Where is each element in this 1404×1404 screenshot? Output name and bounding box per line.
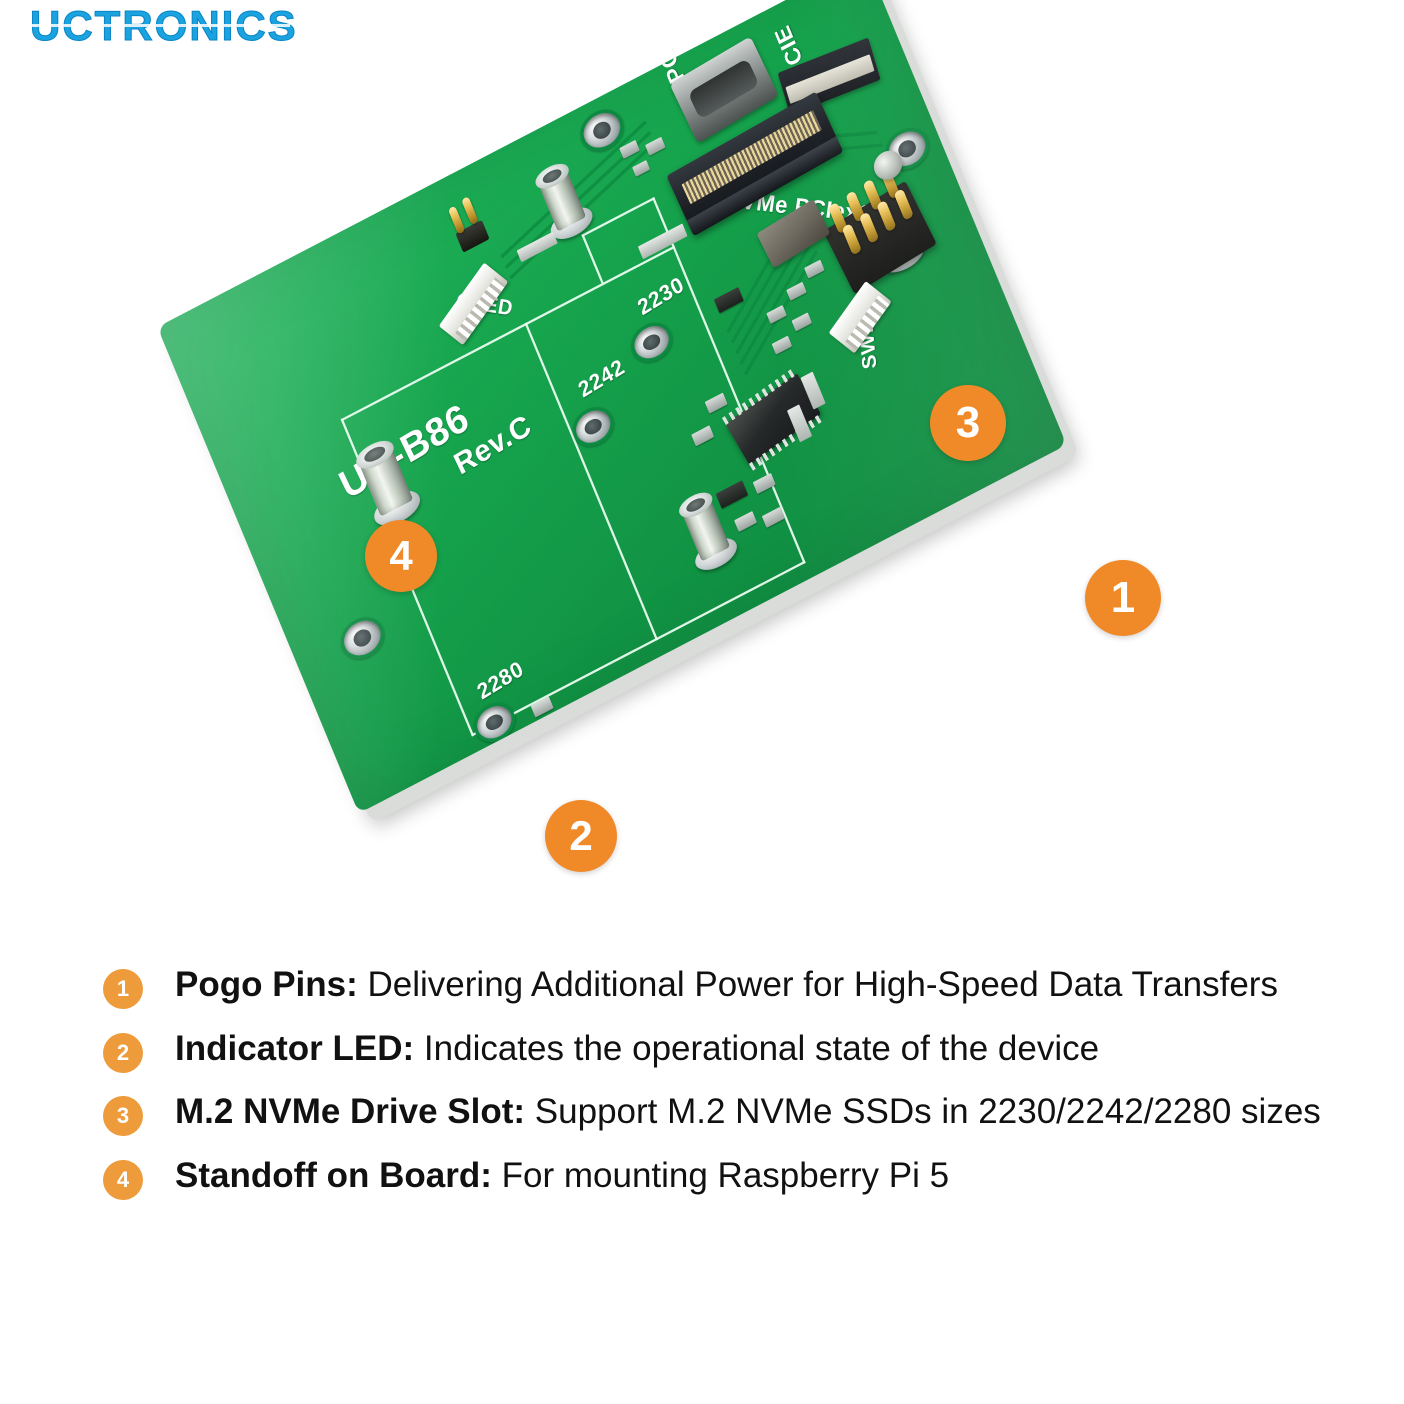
callout-badge-2[interactable]: 2 xyxy=(545,800,617,872)
feature-body-1: Delivering Additional Power for High-Spe… xyxy=(357,965,1278,1004)
feature-list: 1 Pogo Pins: Delivering Additional Power… xyxy=(0,960,1404,1215)
feature-item-3: 3 M.2 NVMe Drive Slot: Support M.2 NVMe … xyxy=(0,1087,1404,1137)
feature-title-4: Standoff on Board: xyxy=(175,1156,492,1196)
feature-text-1: Pogo Pins: Delivering Additional Power f… xyxy=(175,960,1404,1010)
callout-badge-1[interactable]: 1 xyxy=(1085,560,1161,636)
feature-item-4: 4 Standoff on Board: For mounting Raspbe… xyxy=(0,1151,1404,1201)
feature-text-4: Standoff on Board: For mounting Raspberr… xyxy=(175,1151,1404,1201)
silk-power-in: POWER IN xyxy=(621,0,690,88)
smd-part xyxy=(691,425,715,447)
smd-part xyxy=(791,312,813,332)
pcb-board: UC-B86 Rev.C POWER IN PCIE M.2 NVMe PCIe… xyxy=(157,0,1080,824)
feature-badge-1: 1 xyxy=(103,969,143,1009)
feature-title-2: Indicator LED: xyxy=(175,1028,415,1068)
feature-text-2: Indicator LED: Indicates the operational… xyxy=(175,1024,1404,1074)
uctronics-logo: UCTRONICS xyxy=(30,2,298,50)
feature-title-3: M.2 NVMe Drive Slot: xyxy=(175,1092,526,1132)
mounting-hole-left xyxy=(334,609,391,667)
silk-2280: 2280 xyxy=(473,657,528,705)
feature-badge-2: 2 xyxy=(103,1032,143,1073)
smd-diode xyxy=(715,480,749,509)
mounting-hole-2230 xyxy=(625,315,678,370)
feature-badge-3: 3 xyxy=(103,1096,143,1137)
smd-part xyxy=(734,510,758,533)
feature-item-2: 2 Indicator LED: Indicates the operation… xyxy=(0,1024,1404,1074)
smd-part xyxy=(786,281,807,301)
smd-part xyxy=(645,136,666,156)
smd-part xyxy=(752,472,776,495)
silk-outline-bottom xyxy=(471,560,806,737)
feature-title-1: Pogo Pins: xyxy=(175,965,358,1004)
callout-badge-4[interactable]: 4 xyxy=(365,520,437,592)
feature-badge-4: 4 xyxy=(103,1160,143,1201)
smd-part xyxy=(761,506,785,528)
silk-divider-2230 xyxy=(581,233,604,284)
header-pin-1 xyxy=(447,205,466,235)
silk-outline-top xyxy=(340,245,676,422)
header-pin-2 xyxy=(461,196,479,226)
switch-jst-connector[interactable] xyxy=(828,281,892,354)
callout-badge-3[interactable]: 3 xyxy=(930,385,1006,461)
smd-part xyxy=(771,335,793,355)
feature-body-3: Support M.2 NVMe SSDs in 2230/2242/2280 … xyxy=(525,1092,1321,1132)
smd-part xyxy=(704,392,728,414)
silk-2230: 2230 xyxy=(634,272,689,321)
feature-text-3: M.2 NVMe Drive Slot: Support M.2 NVMe SS… xyxy=(175,1087,1404,1137)
feature-body-2: Indicates the operational state of the d… xyxy=(414,1028,1100,1068)
feature-item-1: 1 Pogo Pins: Delivering Additional Power… xyxy=(0,960,1404,1010)
feature-body-4: For mounting Raspberry Pi 5 xyxy=(491,1156,950,1196)
product-photo: UC-B86 Rev.C POWER IN PCIE M.2 NVMe PCIe… xyxy=(0,0,1404,920)
silk-2242: 2242 xyxy=(574,355,629,404)
